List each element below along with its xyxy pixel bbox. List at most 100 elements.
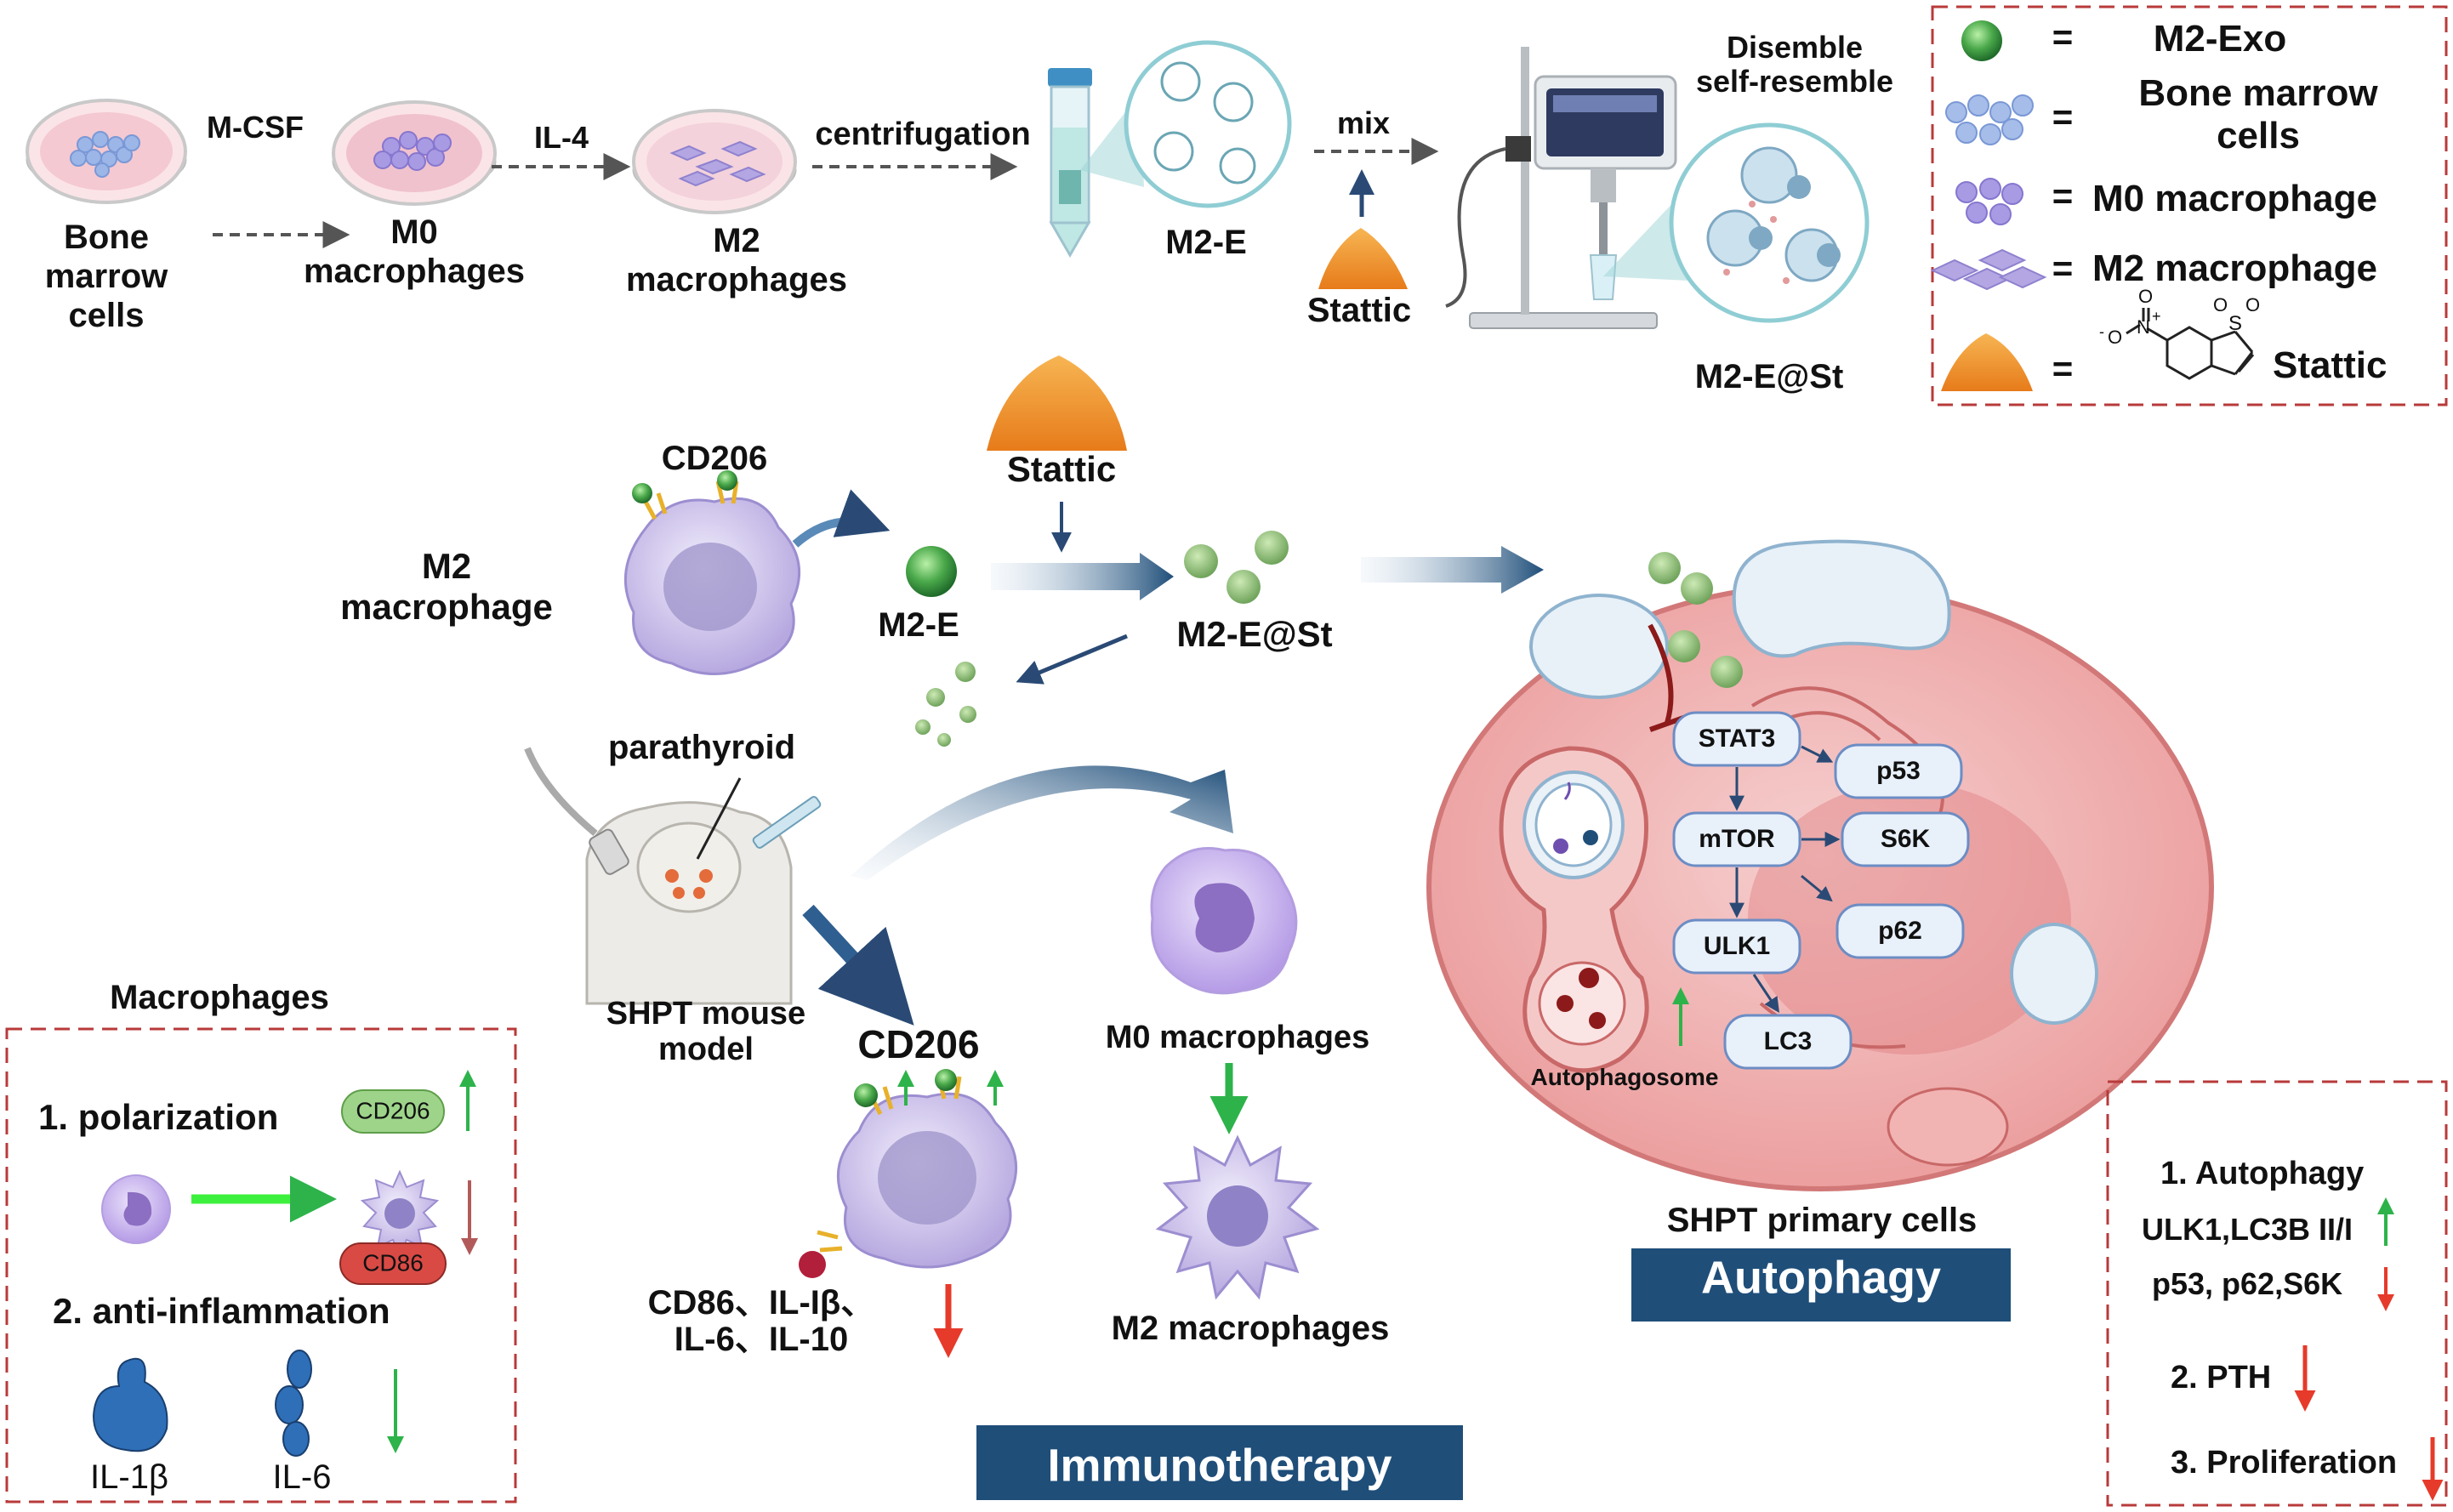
pathway-node-s6k: S6K <box>1841 811 1970 867</box>
legend-label-m2: M2 macrophage <box>2092 247 2377 289</box>
pathway-label-p62: p62 <box>1878 917 1922 945</box>
label-mix: mix <box>1337 105 1390 140</box>
chem-o-top: O <box>2138 286 2153 307</box>
chem-o-s2: O <box>2245 294 2260 315</box>
arrow-m2e-to-m2est <box>991 553 1174 600</box>
legend-box <box>1931 5 2448 406</box>
label-bone-marrow-1: Bone <box>64 219 149 256</box>
exosome-bound-4 <box>935 1069 957 1091</box>
result-ulk1: ULK1,LC3B II/I <box>2142 1212 2353 1247</box>
pathway-node-stat3: STAT3 <box>1672 711 1801 767</box>
macrophages-box-title: Macrophages <box>110 979 329 1016</box>
label-m2est-middle: M2-E@St <box>1176 614 1332 654</box>
pathway-label-s6k: S6K <box>1881 825 1931 853</box>
stattic-powder-middle <box>987 355 1127 451</box>
petri-dish-bone-marrow <box>26 99 187 204</box>
legend-icon-m2exo <box>1961 20 2002 61</box>
m2-macrophage-spiky <box>1155 1134 1320 1300</box>
cell-vesicles <box>1648 552 1743 688</box>
stattic-chemical-structure <box>2126 308 2255 380</box>
assembly-zoom-circle <box>1669 122 1870 323</box>
legend-label-m2exo: M2-Exo <box>2154 18 2286 60</box>
legend-icon-bone-marrow <box>1945 94 2034 145</box>
il1b-icon <box>92 1357 168 1452</box>
label-shpt-primary: SHPT primary cells <box>1667 1202 1978 1239</box>
legend-icon-stattic <box>1941 333 2033 391</box>
results-box <box>2106 1080 2448 1507</box>
label-m2est-top: M2-E@St <box>1695 358 1844 395</box>
shpt-mouse <box>524 747 822 1005</box>
label-il1b: IL-1β <box>90 1458 168 1496</box>
pathway-label-p53: p53 <box>1876 757 1921 785</box>
pathway-node-mtor: mTOR <box>1672 811 1801 867</box>
label-bone-marrow-2: marrow <box>45 258 168 295</box>
label-shpt-model-1: SHPT mouse <box>606 996 805 1032</box>
chem-n-plus: + <box>2152 308 2161 325</box>
result-proliferation: 3. Proliferation <box>2171 1445 2397 1481</box>
label-self-resemble: self-resemble <box>1696 64 1893 99</box>
cd86-pill-label: CD86 <box>362 1249 424 1276</box>
label-autophagosome: Autophagosome <box>1531 1064 1719 1090</box>
legend-eq-5: = <box>2052 349 2074 389</box>
legend-icon-m0 <box>1955 178 2023 225</box>
label-il4: IL-4 <box>534 120 589 155</box>
exosome-bound-1 <box>632 483 652 503</box>
autophagosome <box>1499 746 1649 1073</box>
label-m2-macrophages: M2 macrophages <box>1112 1310 1390 1347</box>
pathway-label-ulk1: ULK1 <box>1704 932 1770 960</box>
pathway-label-lc3: LC3 <box>1764 1027 1813 1055</box>
label-bone-marrow-3: cells <box>69 297 145 334</box>
pathway-label-stat3: STAT3 <box>1699 725 1776 753</box>
m2est-vesicles <box>1184 531 1289 604</box>
label-stattic-middle: Stattic <box>1007 449 1116 489</box>
legend-eq-1: = <box>2052 17 2074 57</box>
label-m0-1: M0 <box>390 213 438 251</box>
sonicator-device <box>1445 47 1677 329</box>
pathway-node-ulk1: ULK1 <box>1672 918 1801 975</box>
arrow-to-free-vesicles <box>1016 634 1128 685</box>
cd206-pill <box>341 1089 445 1134</box>
arrow-to-cd206-cell <box>802 904 914 1026</box>
label-immunotherapy: Immunotherapy <box>1047 1440 1392 1491</box>
cd86-ligand <box>799 1251 826 1278</box>
exosome-bound-2 <box>717 470 737 491</box>
label-polarization: 1. polarization <box>38 1097 278 1137</box>
arrow-to-primary-cell <box>1361 546 1544 594</box>
exosome-bound-3 <box>854 1083 878 1107</box>
curved-arrow-secretion <box>792 489 891 548</box>
petri-dish-m2 <box>632 109 797 214</box>
label-cytokines-1: CD86、IL-Iβ、 <box>648 1284 875 1322</box>
free-vesicles <box>915 662 976 747</box>
result-pth: 2. PTH <box>2171 1360 2271 1395</box>
label-m2e-middle: M2-E <box>878 606 959 644</box>
label-parathyroid: parathyroid <box>608 729 795 766</box>
m2e-vesicle <box>906 546 957 597</box>
label-cytokines-2: IL-6、IL-10 <box>674 1321 848 1358</box>
il6-icon <box>275 1350 312 1457</box>
label-m2-1: M2 <box>713 222 760 259</box>
chem-o-minus: - <box>2099 323 2104 340</box>
pathway-node-lc3: LC3 <box>1723 1014 1853 1070</box>
label-il6: IL-6 <box>273 1458 332 1496</box>
label-mcsf: M-CSF <box>207 110 304 145</box>
m2-macrophage-cell-bottom <box>836 1092 1018 1269</box>
label-anti-inflammation: 2. anti-inflammation <box>53 1291 390 1331</box>
legend-label-bone-marrow-2: cells <box>2217 115 2300 156</box>
legend-label-bone-marrow-1: Bone marrow <box>2138 72 2378 114</box>
label-disemble: Disemble <box>1727 30 1863 65</box>
petri-dish-m0 <box>332 100 497 206</box>
centrifuge-tube <box>1048 68 1092 258</box>
pathway-node-p53: p53 <box>1834 743 1963 799</box>
immunotherapy-banner <box>976 1425 1463 1500</box>
pathway-arrows <box>1729 745 1841 1013</box>
arc-arrow-to-m0 <box>851 765 1233 880</box>
macrophages-box <box>5 1027 517 1503</box>
legend-label-stattic: Stattic <box>2273 344 2387 386</box>
result-p53: p53, p62,S6K <box>2152 1266 2342 1301</box>
legend-eq-4: = <box>2052 248 2074 288</box>
m0-macrophage-middle <box>1150 847 1298 995</box>
label-m2-2: macrophages <box>626 261 847 298</box>
label-m2e-top: M2-E <box>1165 224 1247 261</box>
label-stattic-top: Stattic <box>1307 292 1411 329</box>
